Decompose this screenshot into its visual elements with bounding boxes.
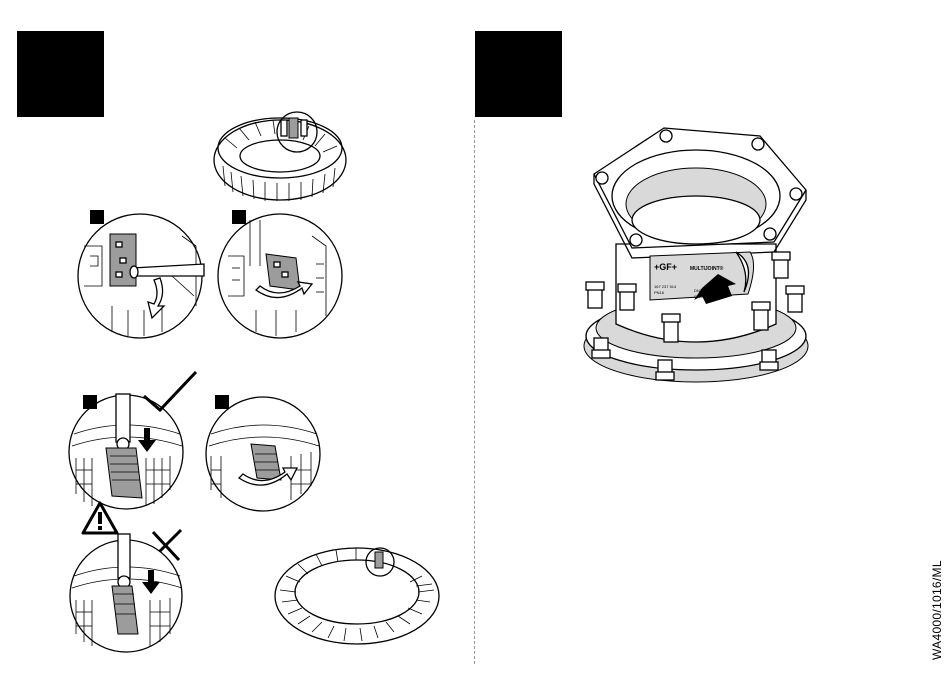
label-brand: +GF+ — [654, 262, 677, 272]
pipe-label: +GF+ MULTIJOINT® 167 237 514 DN150 / 6" … — [650, 258, 760, 308]
label-code: 167 237 514 — [654, 284, 677, 289]
checkmark-icon — [142, 370, 198, 414]
label-product: MULTIJOINT® — [690, 265, 724, 272]
column-divider — [474, 120, 475, 664]
bottom-ring-illustration — [272, 540, 442, 650]
step-marker-b — [232, 210, 246, 224]
label-line3: PN16 — [654, 290, 665, 295]
step-marker-a — [90, 210, 104, 224]
label-spec: DN150 / 6" 168-180 — [694, 288, 730, 293]
step-marker-left — [17, 31, 104, 117]
detail-circle-bend-back — [199, 394, 329, 518]
detail-circle-press-wrong — [66, 534, 196, 658]
warning-icon — [80, 500, 120, 536]
top-ring-illustration — [205, 108, 355, 208]
step-marker-d — [215, 395, 229, 409]
detail-circle-pry-tab — [72, 206, 212, 346]
detail-circle-bend-tab — [216, 206, 356, 346]
label-line4: GR — [694, 294, 700, 299]
document-reference-code: WA4000/1016/ML — [930, 560, 944, 660]
step-marker-right — [475, 31, 562, 117]
step-marker-c — [83, 395, 97, 409]
